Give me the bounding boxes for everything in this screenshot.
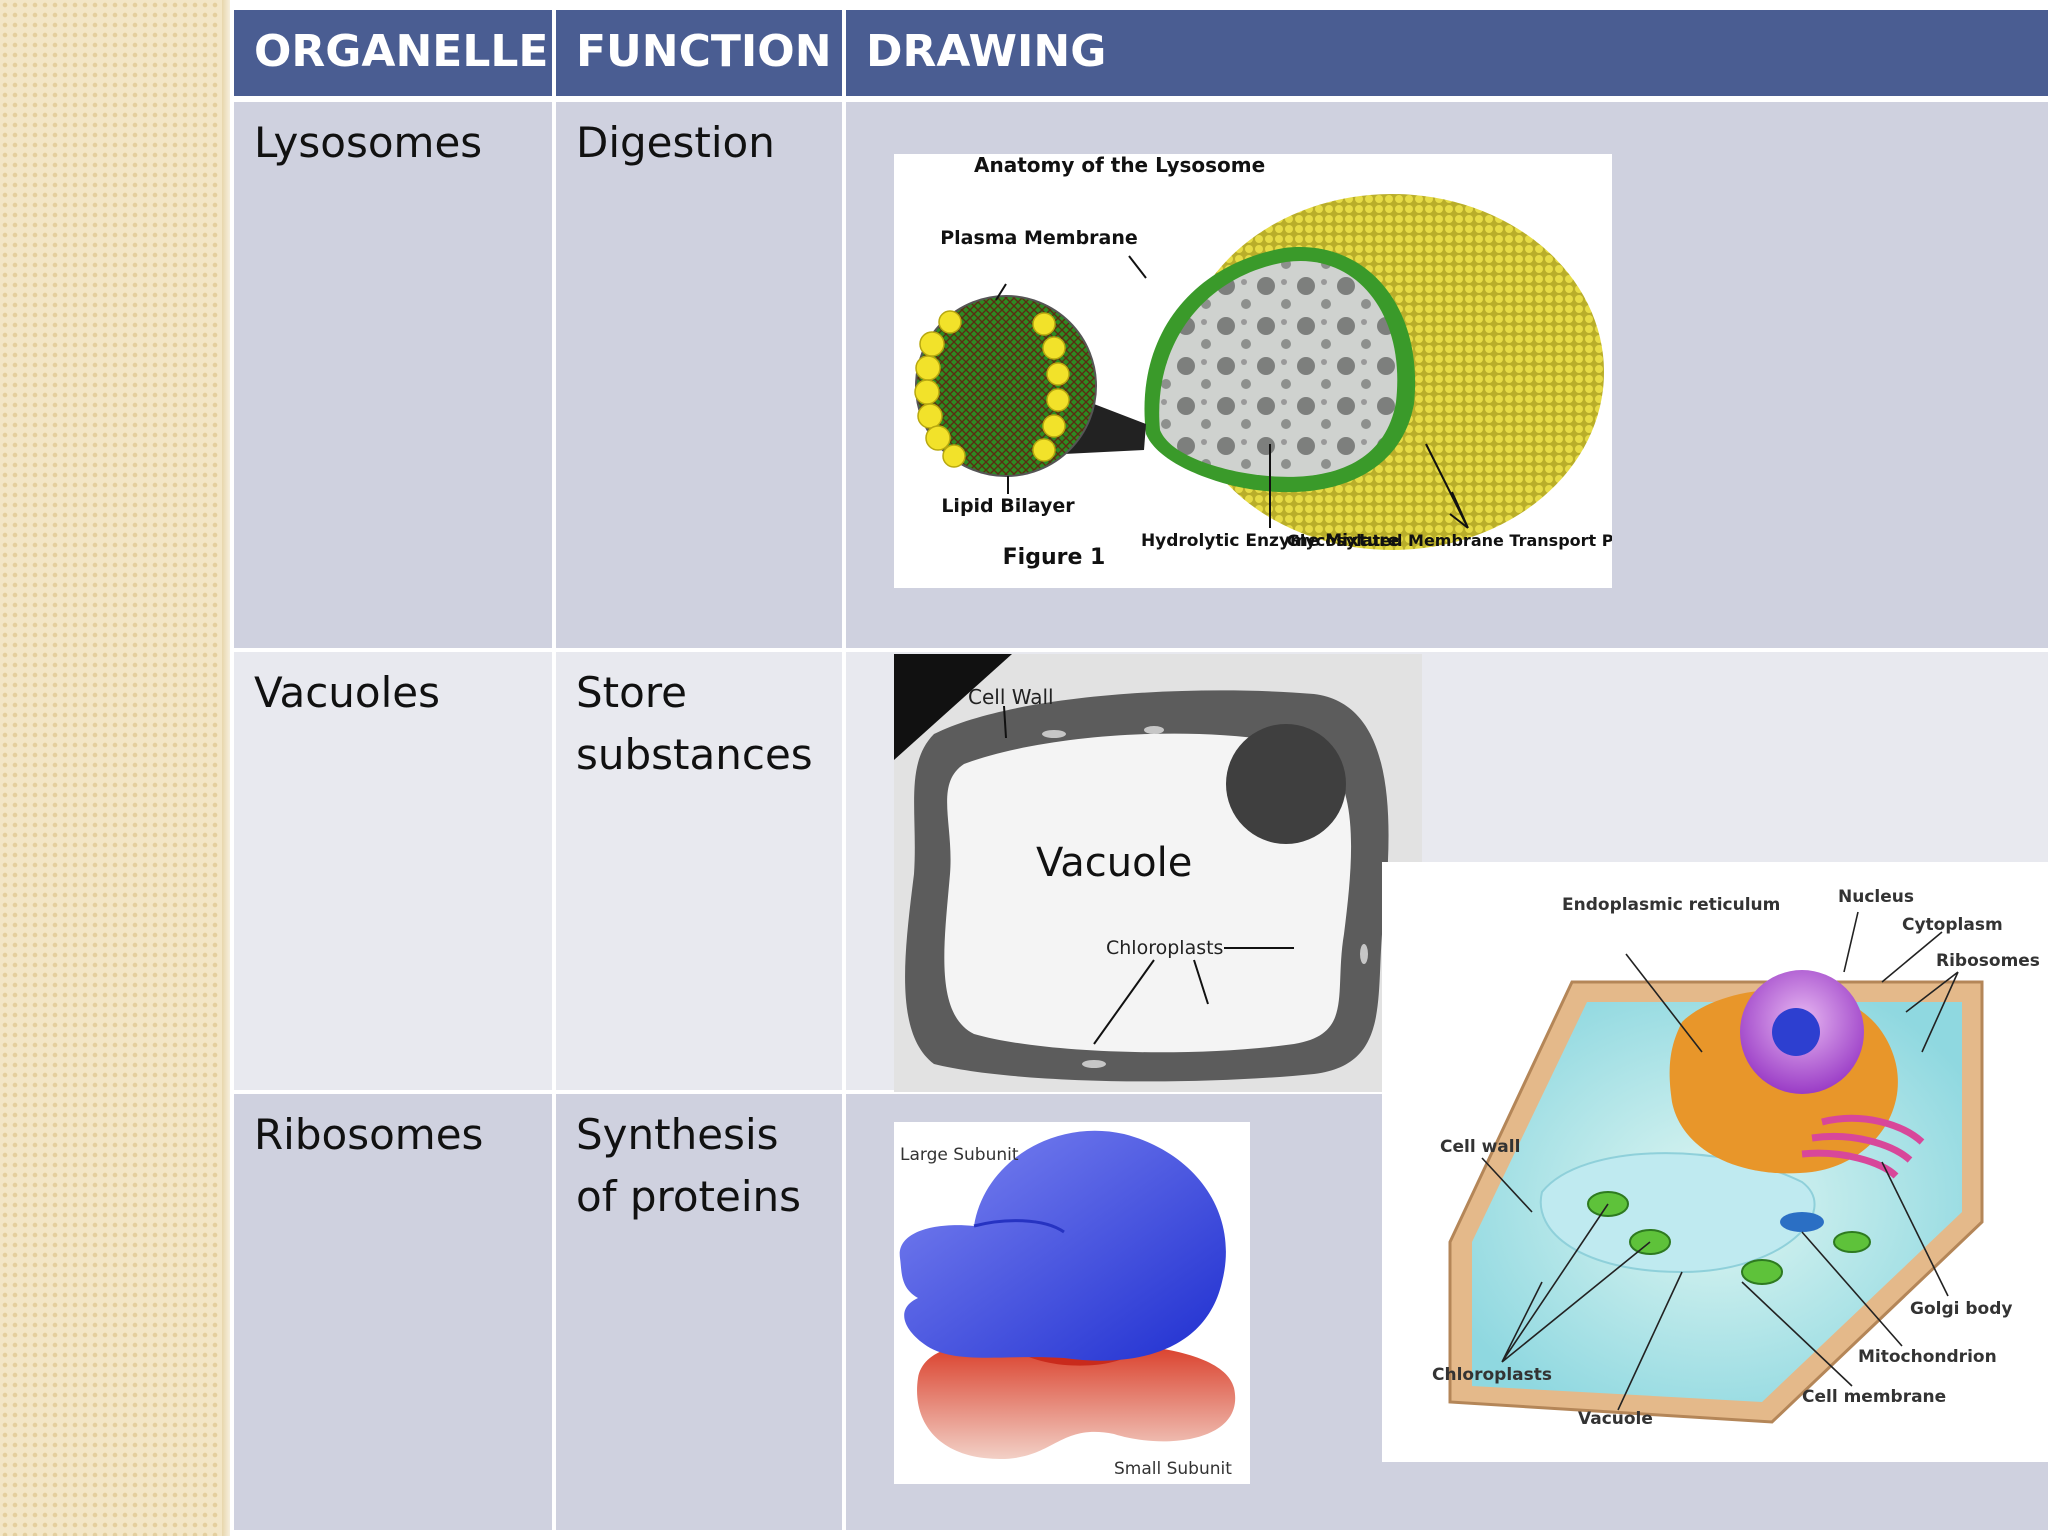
lysosome-title: Anatomy of the Lysosome	[974, 154, 1265, 177]
large-subunit-fold	[973, 1219, 1065, 1234]
vacuole-micrograph: Cell Wall Vacuole Chloroplasts	[894, 654, 1422, 1092]
chloroplasts-diagram-label: Chloroplasts	[1432, 1365, 1552, 1385]
figure-1-label: Figure 1	[1003, 545, 1106, 570]
large-subunit-label: Large Subunit	[900, 1145, 1019, 1165]
hydrolytic-label: Hydrolytic Enzyme Mixture	[1141, 531, 1399, 551]
lysosome-figure: Anatomy of the Lysosome Plasma Membrane …	[894, 154, 1612, 588]
glycosylated-label: Glycosylated Membrane Transport Proteins	[1287, 531, 1612, 550]
header-organelle: ORGANELLE	[234, 10, 552, 96]
cell-wall-label: Cell wall	[1440, 1137, 1520, 1157]
micrograph-dark-corner	[894, 654, 1012, 760]
small-subunit-label: Small Subunit	[1114, 1459, 1232, 1479]
cell-membrane-label: Cell membrane	[1802, 1387, 1946, 1407]
plasma-membrane-pointer-2	[995, 283, 1007, 301]
chloroplast-highlights	[1042, 726, 1368, 1068]
golgi-body-label: Golgi body	[1910, 1299, 2012, 1319]
cell-wall-pointer	[1003, 705, 1007, 739]
sidebar-edge	[222, 0, 230, 1536]
nucleus-label: Nucleus	[1838, 887, 1914, 907]
ribosome-figure: Large Subunit Small Subunit	[894, 1122, 1250, 1484]
glycosylated-pointers	[1425, 443, 1469, 529]
golgi-shape	[1801, 1114, 1925, 1179]
large-subunit-shape	[899, 1130, 1226, 1361]
chloroplast-shapes	[1587, 1191, 1871, 1285]
er-label: Endoplasmic reticulum	[1562, 895, 1780, 915]
header-function: FUNCTION	[556, 10, 842, 96]
chloroplasts-label: Chloroplasts	[1106, 937, 1223, 959]
vacuole-diagram-label: Vacuole	[1578, 1409, 1653, 1429]
vacuole-cell-wall-label: Cell Wall	[968, 685, 1054, 709]
small-subunit-shape	[917, 1340, 1236, 1459]
decorative-sidebar	[0, 0, 228, 1536]
nucleolus-shape	[1772, 1008, 1820, 1056]
vacuole-label: Vacuole	[1036, 840, 1192, 886]
plasma-membrane-label: Plasma Membrane	[940, 227, 1138, 249]
row-vacuoles-function: Store substances	[556, 652, 842, 1090]
plasma-membrane-pointer	[1128, 255, 1147, 279]
chloroplast-pointers	[1093, 947, 1294, 1045]
nucleus-blob	[1226, 724, 1346, 844]
cytoplasm-label: Cytoplasm	[1902, 915, 2003, 935]
mitochondrion-label: Mitochondrion	[1858, 1347, 1997, 1367]
plant-cell-diagram: Endoplasmic reticulum Nucleus Cytoplasm …	[1382, 862, 2048, 1462]
lysosome-interior	[1159, 260, 1398, 477]
ribosomes-label: Ribosomes	[1936, 951, 2040, 971]
lipid-bilayer-label: Lipid Bilayer	[941, 495, 1075, 517]
header-drawing: DRAWING	[846, 10, 2048, 96]
row-vacuoles-organelle: Vacuoles	[234, 652, 552, 1090]
plant-cell-pointers	[1481, 911, 1959, 1411]
lipid-heads	[914, 310, 1070, 468]
mitochondrion-shape	[1780, 1212, 1824, 1232]
row-ribosomes-function: Synthesis of proteins	[556, 1094, 842, 1530]
row-lysosomes-organelle: Lysosomes	[234, 102, 552, 648]
row-lysosomes-function: Digestion	[556, 102, 842, 648]
row-ribosomes-organelle: Ribosomes	[234, 1094, 552, 1530]
